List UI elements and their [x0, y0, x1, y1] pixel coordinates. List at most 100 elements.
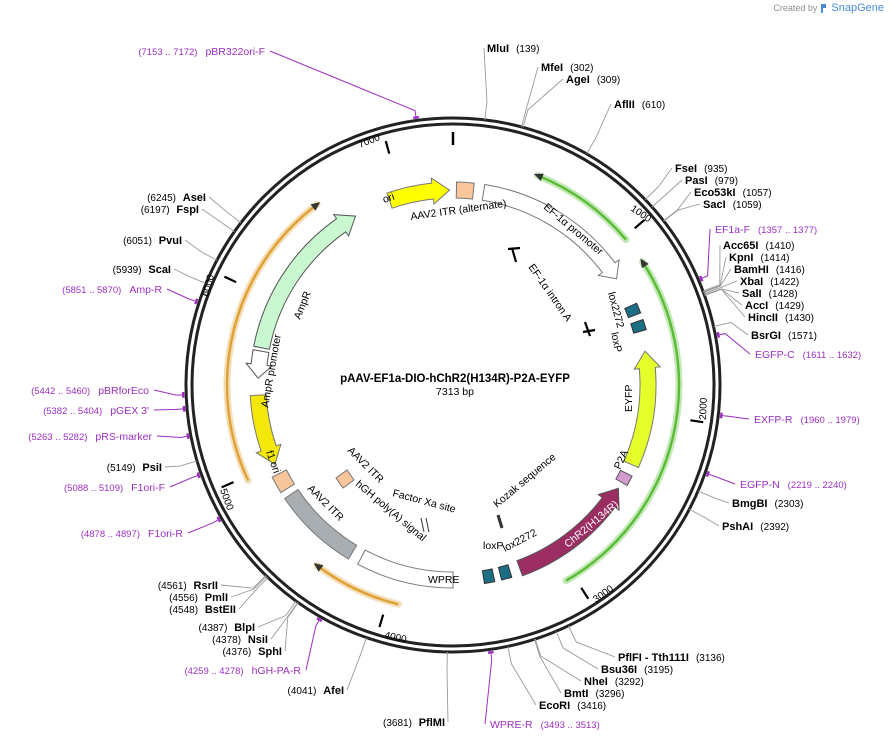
site-leader-19: [555, 631, 599, 670]
site-label-agei: AgeI (309): [566, 74, 620, 86]
tick-mark-6000: [223, 275, 237, 284]
site-label-fsei: FseI (935): [675, 163, 727, 175]
orf-ef1a-region-arrowhead: [533, 173, 544, 182]
site-leader-4: [644, 167, 673, 200]
primer-leader-6: [305, 619, 320, 671]
lox2272-a-feature: [624, 302, 642, 319]
site-label-aflii: AflII (610): [614, 99, 665, 111]
loxp-a-feature: [630, 318, 647, 334]
site-label-bsteii: (4548) BstEII: [169, 604, 236, 616]
tick-mark-1000: [634, 218, 646, 230]
loxp-b-feature: [481, 568, 496, 585]
aav2-itr-alt-feature: [455, 181, 475, 200]
tick-mark-7000: [384, 140, 391, 154]
site-leader-27: [257, 600, 297, 628]
site-label-rsrii: (4561) RsrII: [158, 580, 218, 592]
ampr-promoter-feature: [244, 349, 274, 379]
site-label-nsii: (4378) NsiI: [212, 634, 268, 646]
primer-mark-5: [487, 650, 494, 654]
plasmid-name: pAAV-EF1a-DIO-hChR2(H134R)-P2A-EYFP: [340, 373, 570, 385]
primer-label-hgh-pa-r: (4259 .. 4278)hGH-PA-R: [184, 665, 301, 677]
site-label-eco53ki: Eco53kI (1057): [694, 187, 772, 199]
site-label-bmti: BmtI (3296): [564, 688, 624, 700]
primer-mark-7: [216, 516, 222, 523]
tick-label-6000: 6000: [200, 273, 217, 298]
orf-ef1a-region: [537, 174, 628, 241]
feature-label-f1-ori: f1 ori: [263, 449, 282, 475]
site-label-sphi: (4376) SphI: [222, 646, 282, 658]
snapgene-logo-icon: [821, 3, 827, 13]
snapgene-credit: Created by SnapGene: [773, 2, 884, 14]
primer-leader-2: [718, 333, 751, 355]
site-label-afei: (4041) AfeI: [288, 685, 344, 697]
kozak-marker: [496, 514, 504, 529]
site-label-acc65i: Acc65I (1410): [723, 240, 794, 252]
ef1a-intron-end-marker: [582, 321, 596, 337]
tick-label-4000: 4000: [383, 630, 407, 645]
site-leader-15: [713, 322, 749, 336]
ef1a-promoter-feature: [481, 183, 620, 280]
credit-prefix: Created by: [773, 3, 818, 13]
primer-leader-0: [269, 50, 417, 118]
primer-leader-3: [721, 415, 750, 420]
hgh-polya-feature: [284, 488, 358, 560]
site-label-bsu36i: Bsu36I (3195): [601, 664, 673, 676]
tick-mark-2000: [690, 419, 704, 424]
site-leader-35: [208, 196, 242, 224]
site-leader-29: [230, 575, 267, 598]
primer-label-ef1a-f: EF1a-F(1357 .. 1377): [715, 224, 817, 236]
site-label-mlui: MluI (139): [487, 43, 539, 55]
feature-label-lox2272-a: lox2272: [605, 291, 626, 330]
site-leader-25: [284, 602, 299, 652]
site-label-bsrgi: BsrGI (1571): [751, 330, 817, 342]
site-leader-24: [346, 637, 367, 691]
feature-label-loxp-a: loxP: [608, 331, 624, 353]
orf-left: [225, 203, 318, 482]
primer-label-amp-r: (5851 .. 5870)Amp-R: [62, 284, 162, 296]
ori-feature: [386, 177, 451, 209]
site-leader-31: [164, 460, 198, 468]
site-leader-20: [534, 638, 582, 682]
bp-ticks: [221, 132, 704, 628]
primer-label-pbr322ori-f: (7153 .. 7172)pBR322ori-F: [138, 46, 265, 58]
site-leader-22: [507, 646, 537, 706]
site-label-blpi: (4387) BlpI: [199, 622, 255, 634]
site-label-bmgbi: BmgBI (2303): [732, 498, 803, 510]
site-leader-8: [702, 244, 721, 292]
primer-label-pbrforeco: (5442 .. 5460)pBRforEco: [31, 385, 149, 397]
site-leader-23: [446, 651, 449, 723]
primer-mark-8: [196, 472, 201, 479]
feature-label-ori: ori: [381, 191, 396, 206]
primer-leader-9: [156, 435, 188, 438]
eyfp-feature: [623, 350, 662, 469]
f1-ori-feature: [249, 394, 282, 466]
tick-mark-3000: [580, 587, 590, 600]
orf-lower-left: [316, 564, 399, 606]
site-leader-2: [522, 78, 564, 128]
primer-leader-1: [700, 228, 711, 280]
site-leader-11: [703, 280, 738, 295]
site-leader-5: [651, 179, 683, 208]
primer-mark-6: [316, 617, 323, 623]
orf-left-arrowhead: [310, 202, 321, 211]
site-label-bamhi: BamHI (1416): [734, 264, 805, 276]
site-label-pvui: (6051) PvuI: [123, 235, 182, 247]
site-label-acci: AccI (1429): [745, 300, 804, 312]
site-label-xbai: XbaI (1422): [740, 276, 799, 288]
primer-mark-9: [186, 433, 190, 440]
site-leader-30: [220, 575, 267, 589]
site-label-scai: (5939) ScaI: [113, 264, 171, 276]
p2a-feature: [615, 469, 633, 487]
primer-leader-10: [153, 408, 185, 411]
orf-lower-left-arrowhead: [313, 563, 324, 572]
feature-label-ef1a-intron: EF-1α intron A: [526, 262, 574, 324]
features-layer: [223, 171, 683, 608]
site-leader-6: [663, 191, 692, 222]
primer-mark-12: [194, 298, 199, 305]
aav2-itr-inner-feature: [335, 469, 355, 489]
primer-label-f1ori-f: (5088 .. 5109)F1ori-F: [64, 482, 165, 494]
primer-mark-2: [716, 331, 721, 338]
plasmid-length: 7313 bp: [436, 386, 474, 398]
primer-label-egfp-c: EGFP-C(1611 .. 1632): [755, 349, 861, 361]
